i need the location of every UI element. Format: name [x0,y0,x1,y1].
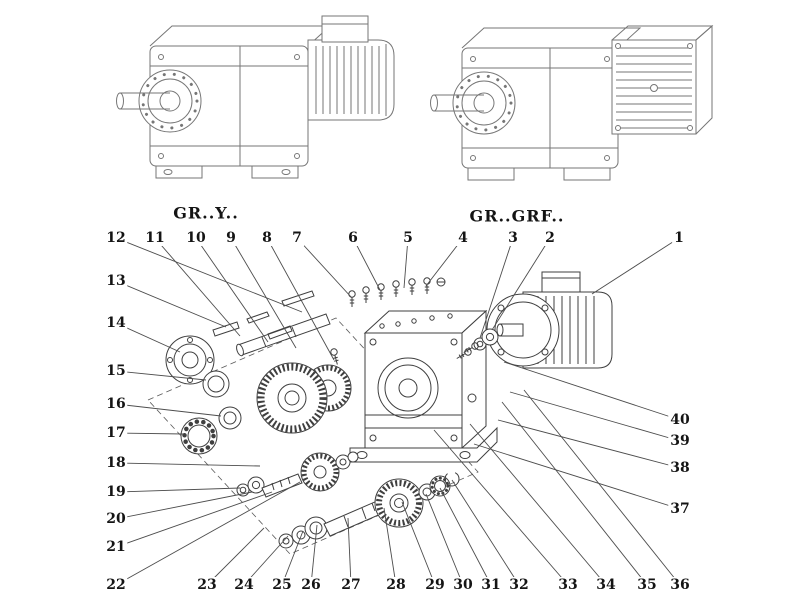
callout-22: 22 [104,577,128,593]
callout-9: 9 [224,230,238,246]
callout-40: 40 [668,412,692,428]
leader-line-7 [296,237,353,299]
leader-line-1 [591,237,680,295]
callout-13: 13 [104,273,128,289]
callout-15: 15 [104,363,128,379]
leader-line-8 [266,237,335,361]
second-stage-gear [256,362,328,434]
leader-line-30 [425,493,464,586]
view-label-gr-y: GR..Y.. [173,203,239,223]
leader-line-36 [523,389,681,586]
assembled-view-gr-y [116,15,395,179]
electric-motor [486,271,613,369]
callout-36: 36 [668,577,692,593]
callout-17: 17 [104,425,128,441]
leader-line-23 [206,527,265,586]
callout-27: 27 [339,577,363,593]
assembled-view-gr-grf [430,24,714,181]
callout-7: 7 [290,230,304,246]
leader-line-34 [469,423,607,586]
leader-line-5 [403,237,409,289]
callout-28: 28 [384,577,408,593]
leader-line-37 [473,443,681,510]
leader-line-28 [383,507,397,586]
callout-20: 20 [104,511,128,527]
leader-line-10 [195,237,269,343]
callout-14: 14 [104,315,128,331]
callout-4: 4 [456,230,470,246]
callout-31: 31 [479,577,503,593]
gearbox-housing [349,309,498,463]
leader-line-32 [451,479,520,586]
callout-32: 32 [507,577,531,593]
oil-seal [202,370,230,398]
leader-line-4 [425,237,464,287]
leader-line-39 [509,391,681,442]
leader-line-9 [230,237,297,349]
leader-line-11 [154,237,241,337]
leader-line-2 [491,237,551,331]
spacer-ring [218,406,242,430]
callout-11: 11 [143,230,167,246]
callout-3: 3 [506,230,520,246]
leader-line-16 [115,403,222,417]
view-label-gr-grf: GR..GRF.. [469,206,565,226]
input-shaft-assembly [278,471,460,549]
callout-37: 37 [668,501,692,517]
callout-34: 34 [594,577,618,593]
leader-line-40 [503,361,681,421]
callout-18: 18 [104,455,128,471]
leader-line-6 [352,237,381,291]
leader-line-35 [501,401,648,586]
leader-line-38 [497,419,681,469]
callout-5: 5 [401,230,415,246]
callout-29: 29 [423,577,447,593]
callout-2: 2 [543,230,557,246]
leader-line-21 [115,491,273,548]
leader-line-12 [115,237,303,313]
leader-line-31 [439,487,492,586]
callout-24: 24 [232,577,256,593]
callout-6: 6 [346,230,360,246]
leader-line-3 [479,237,514,339]
leader-line-27 [347,517,352,586]
callout-16: 16 [104,396,128,412]
leader-line-19 [115,487,241,493]
leader-line-26 [310,524,318,586]
leader-line-22 [115,481,301,586]
leader-line-18 [115,462,261,467]
exploded-view [147,271,613,555]
input-hardware [454,328,499,362]
leader-line-29 [401,501,436,586]
leader-line-25 [281,530,304,586]
leader-line-24 [243,535,289,586]
assembly-axis-dashed [147,317,513,555]
retaining-plate [212,321,240,337]
callout-23: 23 [195,577,219,593]
intermediate-pinion-assembly [236,451,359,498]
ball-bearing-large [180,417,218,455]
callout-12: 12 [104,230,128,246]
callout-19: 19 [104,484,128,500]
leader-line-13 [115,280,227,328]
callout-39: 39 [668,433,692,449]
callout-38: 38 [668,460,692,476]
callout-26: 26 [299,577,323,593]
callout-25: 25 [270,577,294,593]
leader-line-20 [115,491,253,520]
callout-10: 10 [184,230,208,246]
callout-8: 8 [260,230,274,246]
callout-1: 1 [672,230,686,246]
callout-30: 30 [451,577,475,593]
cover-bolts [329,277,446,366]
leader-line-15 [115,370,207,381]
callout-33: 33 [556,577,580,593]
callout-35: 35 [635,577,659,593]
bearing-flange [165,335,215,385]
callout-21: 21 [104,539,128,555]
leader-line-33 [433,429,569,586]
